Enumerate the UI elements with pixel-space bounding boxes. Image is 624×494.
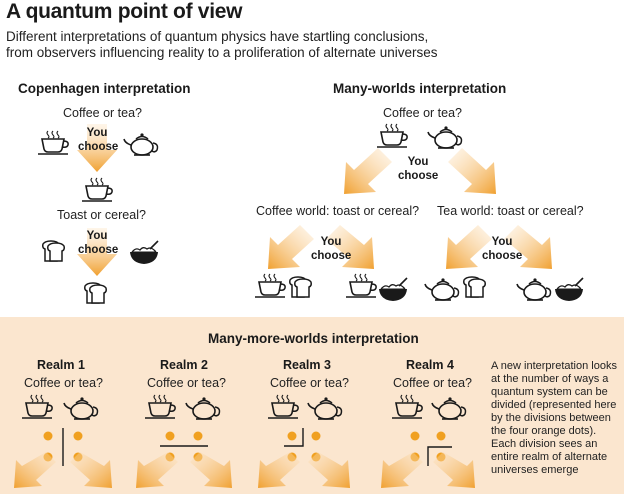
toast-icon xyxy=(84,282,107,304)
note-line: divided (represented here xyxy=(491,399,617,411)
note-line: by the divisions between xyxy=(491,412,611,424)
coffee-cup-icon xyxy=(144,394,176,419)
teapot-icon xyxy=(516,277,552,301)
realm-1-arrow-right xyxy=(70,452,112,488)
teapot-icon xyxy=(185,396,221,420)
teapot-icon xyxy=(427,125,463,149)
note-line: universes emerge xyxy=(491,464,579,476)
coffee-cup-icon xyxy=(81,177,113,202)
copenhagen-arrow-2 xyxy=(77,228,117,276)
many-more-worlds-heading: Many-more-worlds interpretation xyxy=(208,331,419,346)
cereal-bowl-icon xyxy=(129,240,159,265)
coffee-world-question: Coffee world: toast or cereal? xyxy=(256,204,420,218)
choose-label: choose xyxy=(482,250,523,262)
note-line: entire realm of alternate xyxy=(491,451,608,463)
realm-dot xyxy=(287,431,297,441)
coffee-world-you-choose: You choose xyxy=(311,235,351,263)
note-line: A new interpretation looks xyxy=(491,360,617,372)
realm-1-question: Coffee or tea? xyxy=(24,376,103,390)
many-worlds-arrow-right xyxy=(448,148,496,194)
realm-2-arrow-left xyxy=(136,452,178,488)
copenhagen-arrow-1 xyxy=(77,124,117,172)
tea-world-you-choose: You choose xyxy=(482,235,522,263)
toast-icon xyxy=(42,240,65,262)
coffee-cup-icon xyxy=(37,130,69,155)
realm-4-arrow-right xyxy=(433,452,475,488)
coffee-cup-icon xyxy=(391,394,423,419)
realm-3-title: Realm 3 xyxy=(283,358,331,372)
realm-dot xyxy=(165,431,175,441)
coffee-cup-icon xyxy=(376,123,408,148)
cereal-bowl-icon xyxy=(554,277,584,302)
many-worlds-you-choose: You choose xyxy=(398,155,438,183)
realm-divider xyxy=(427,446,452,466)
copenhagen-heading: Copenhagen interpretation xyxy=(18,81,191,96)
teapot-icon xyxy=(123,132,159,156)
realm-2-question: Coffee or tea? xyxy=(147,376,226,390)
copenhagen-question-1: Coffee or tea? xyxy=(63,106,142,120)
realm-2-title: Realm 2 xyxy=(160,358,208,372)
realm-3-arrow-right xyxy=(308,452,350,488)
realm-4-title: Realm 4 xyxy=(406,358,454,372)
teapot-icon xyxy=(307,396,343,420)
realm-4-question: Coffee or tea? xyxy=(393,376,472,390)
note-line: Each division sees an xyxy=(491,438,598,450)
copenhagen-you-choose-1: You choose xyxy=(78,126,119,154)
coffee-cup-icon xyxy=(254,273,286,298)
you-label: You xyxy=(86,127,108,139)
tea-world-question: Tea world: toast or cereal? xyxy=(437,204,584,218)
teapot-icon xyxy=(424,277,460,301)
coffee-cup-icon xyxy=(345,273,377,298)
tea-world-arrow-right xyxy=(504,225,552,269)
page-subtitle: Different interpretations of quantum phy… xyxy=(6,29,437,61)
teapot-icon xyxy=(431,396,467,420)
tea-world-arrow-left xyxy=(446,225,492,269)
realm-1-arrow-left xyxy=(14,452,56,488)
toast-icon xyxy=(289,276,312,298)
choose-label: choose xyxy=(311,250,352,262)
realm-dot xyxy=(311,431,321,441)
realm-1-title: Realm 1 xyxy=(37,358,85,372)
subtitle-line-2: from observers influencing reality to a … xyxy=(6,45,438,60)
realm-3-arrow-left xyxy=(258,452,300,488)
realm-2-arrow-right xyxy=(190,452,232,488)
many-more-worlds-note: A new interpretation looks at the number… xyxy=(491,360,621,477)
realm-dot xyxy=(73,431,83,441)
you-label: You xyxy=(407,156,429,168)
note-line: at the number of ways a xyxy=(491,373,609,385)
coffee-cup-icon xyxy=(21,394,53,419)
choose-label: choose xyxy=(398,170,439,182)
many-worlds-heading: Many-worlds interpretation xyxy=(333,81,507,96)
coffee-world-arrow-right xyxy=(326,225,374,269)
teapot-icon xyxy=(63,396,99,420)
coffee-world-arrow-left xyxy=(268,225,314,269)
realm-dot xyxy=(43,431,53,441)
you-label: You xyxy=(320,236,342,248)
realm-divider xyxy=(284,428,304,447)
page-title: A quantum point of view xyxy=(6,0,243,23)
you-label: You xyxy=(491,236,513,248)
choose-label: choose xyxy=(78,244,119,256)
realm-dot xyxy=(410,431,420,441)
realm-3-question: Coffee or tea? xyxy=(270,376,349,390)
toast-icon xyxy=(463,276,486,298)
many-worlds-arrow-left xyxy=(344,148,392,194)
realm-dot xyxy=(193,431,203,441)
copenhagen-you-choose-2: You choose xyxy=(78,229,119,257)
realm-4-arrow-left xyxy=(381,452,423,488)
note-line: quantum system can be xyxy=(491,386,608,398)
choose-label: choose xyxy=(78,141,119,153)
many-worlds-question: Coffee or tea? xyxy=(383,106,462,120)
coffee-cup-icon xyxy=(267,394,299,419)
subtitle-line-1: Different interpretations of quantum phy… xyxy=(6,29,429,44)
copenhagen-question-2: Toast or cereal? xyxy=(57,208,146,222)
you-label: You xyxy=(86,230,108,242)
realm-dot xyxy=(436,431,446,441)
note-line: the four orange dots). xyxy=(491,425,597,437)
cereal-bowl-icon xyxy=(378,277,408,302)
